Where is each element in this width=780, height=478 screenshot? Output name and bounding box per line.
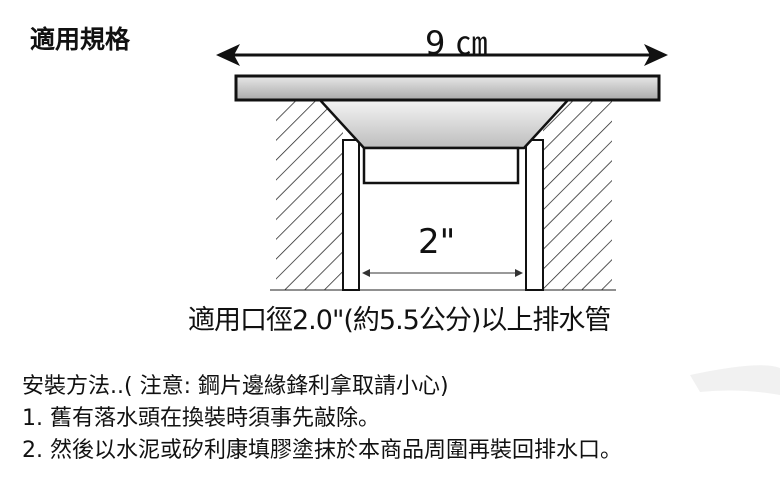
- instruction-heading: 安裝方法..( 注意: 鋼片邊緣鋒利拿取請小心): [22, 374, 449, 399]
- instruction-step: 1. 舊有落水頭在換裝時須事先敲除。: [22, 406, 380, 431]
- left-pipe-wall: [342, 139, 360, 291]
- opening-dimension-arrow: [362, 269, 523, 277]
- opening-label: 2": [418, 222, 456, 262]
- width-label: 9 ㎝: [425, 24, 488, 62]
- instruction-step: 2. 然後以水泥或矽利康填膠塗抹於本商品周圍再裝回排水口。: [22, 438, 622, 463]
- right-wall-hatch: [543, 100, 612, 290]
- width-dimension-arrow: [216, 44, 668, 66]
- funnel: [317, 98, 571, 150]
- left-wall-hatch: [276, 100, 343, 290]
- watermark: [690, 365, 780, 395]
- right-pipe-wall: [525, 139, 544, 291]
- strainer-box: [362, 146, 520, 185]
- section-title: 適用規格: [30, 25, 131, 54]
- diagram-caption: 適用口徑2.0"(約5.5公分)以上排水管: [188, 305, 611, 336]
- top-plate: [234, 74, 661, 102]
